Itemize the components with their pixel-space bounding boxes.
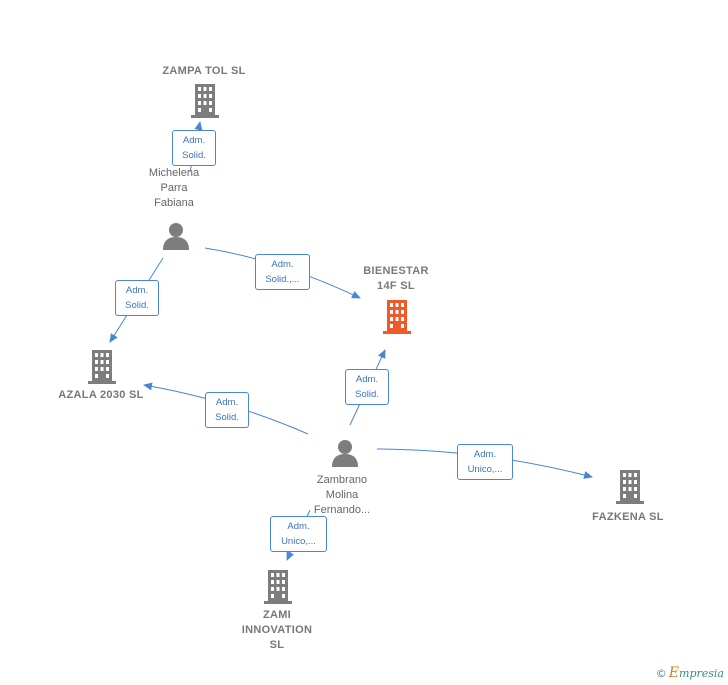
node-label-michelena[interactable]: Michelena Parra Fabiana (148, 167, 200, 209)
zampa-building-icon[interactable] (191, 84, 219, 118)
brand-name: mpresia (679, 667, 724, 680)
node-label-fazkena[interactable]: FAZKENA SL (592, 511, 664, 523)
node-label-zami[interactable]: ZAMI INNOVATION SL (241, 609, 313, 651)
michelena-person-icon[interactable] (163, 223, 189, 250)
node-label-zambrano[interactable]: Zambrano Molina Fernando... (313, 474, 371, 516)
edge-label-michelena-zampa[interactable]: Adm.Solid. (172, 130, 216, 166)
edge-label-zambrano-zami[interactable]: Adm.Unico,... (270, 516, 327, 552)
zambrano-person-icon[interactable] (332, 440, 358, 467)
brand-initial: E (668, 665, 680, 681)
copyright-icon: © (655, 667, 667, 680)
empresia-brand[interactable]: ©Empresia (656, 665, 724, 681)
edge-label-zambrano-azala[interactable]: Adm.Solid. (205, 392, 249, 428)
node-label-zampa[interactable]: ZAMPA TOL SL (162, 65, 246, 77)
azala-building-icon[interactable] (88, 350, 116, 384)
node-label-azala[interactable]: AZALA 2030 SL (58, 389, 144, 401)
edge-label-michelena-azala[interactable]: Adm.Solid. (115, 280, 159, 316)
node-label-bienestar[interactable]: BIENESTAR 14F SL (363, 265, 429, 292)
edge-label-michelena-bienestar[interactable]: Adm.Solid.,... (255, 254, 310, 290)
edge-label-zambrano-fazkena[interactable]: Adm.Unico,... (457, 444, 513, 480)
zami-building-icon[interactable] (264, 570, 292, 604)
edge-label-zambrano-bienestar[interactable]: Adm.Solid. (345, 369, 389, 405)
fazkena-building-icon[interactable] (616, 470, 644, 504)
bienestar-building-icon[interactable] (383, 300, 411, 334)
